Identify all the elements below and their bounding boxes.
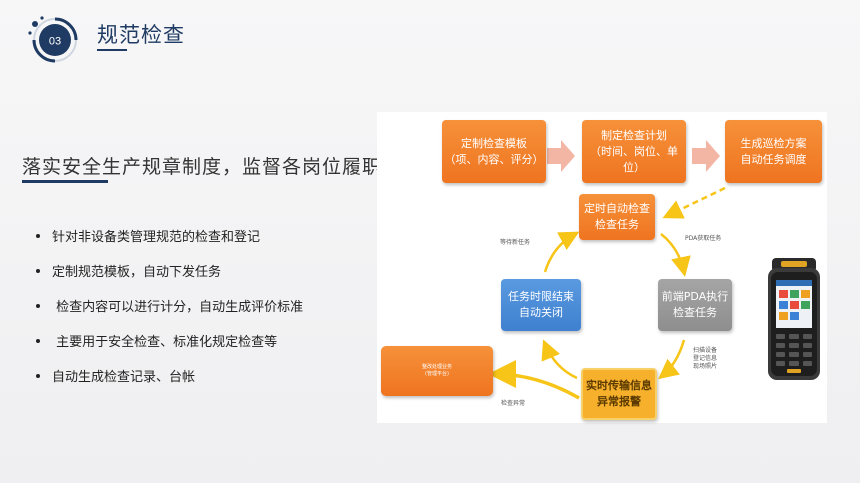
subtitle-underline — [22, 180, 108, 183]
box-realtime-alarm: 实时传输信息 异常报警 — [581, 368, 657, 420]
list-item: 自动生成检查记录、台帐 — [36, 368, 303, 403]
dashed-arrow — [662, 186, 726, 219]
section-subtitle: 落实安全生产规章制度，监督各岗位履职 — [22, 156, 383, 178]
box-auto-check: 定时自动检查 检查任务 — [579, 194, 655, 240]
label-check-anomaly: 检查异常 — [501, 400, 526, 407]
list-item: 针对非设备类管理规范的检查和登记 — [36, 228, 303, 263]
pda-device-icon — [768, 258, 820, 380]
diagram-arrows — [488, 140, 726, 400]
list-item: 定制规范模板，自动下发任务 — [36, 263, 303, 298]
label-site-photo: 现场照片 — [693, 363, 718, 370]
bullet-dot-icon — [36, 373, 40, 378]
bullet-dot-icon — [36, 338, 40, 343]
box-make-plan: 制定检查计划 （时间、岗位、单位） — [582, 120, 686, 183]
box-define-template: 定制检查模板 （项、内容、评分） — [442, 120, 546, 183]
box-generate-scheme: 生成巡检方案 自动任务调度 — [725, 120, 822, 183]
cycle-arrow — [543, 231, 580, 273]
title-underline — [97, 49, 127, 51]
cycle-arrow — [541, 339, 578, 380]
label-pda-get-task: PDA获取任务 — [685, 235, 722, 242]
section-number: 03 — [49, 36, 61, 48]
box-pda-execute: 前端PDA执行 检查任务 — [658, 279, 732, 331]
label-wait-new-task: 等待新任务 — [500, 239, 531, 246]
cycle-arrow — [658, 339, 686, 380]
list-item: 检查内容可以进行计分，自动生成评价标准 — [36, 298, 303, 333]
arrow-right-icon — [547, 140, 575, 172]
section-badge-icon: 03 — [28, 16, 78, 63]
label-register-info: 登记信息 — [693, 355, 718, 362]
cycle-arrow — [660, 233, 691, 277]
arrow-right-icon — [692, 140, 720, 172]
bullet-dot-icon — [36, 268, 40, 273]
box-task-timeout: 任务时限结束 自动关闭 — [501, 279, 581, 331]
page-title: 规范检查 — [97, 23, 185, 47]
platform-arrow — [488, 360, 580, 400]
workflow-diagram: 定制检查模板 （项、内容、评分） 制定检查计划 （时间、岗位、单位） 生成巡检方… — [377, 112, 827, 423]
box-rectify-platform: 整改处理业务 (管理平台) — [381, 346, 493, 396]
bullet-dot-icon — [36, 303, 40, 308]
list-item: 主要用于安全检查、标准化规定检查等 — [36, 333, 303, 368]
feature-list: 针对非设备类管理规范的检查和登记 定制规范模板，自动下发任务 检查内容可以进行计… — [36, 228, 303, 403]
label-scan-device: 扫描设备 — [693, 347, 718, 354]
bullet-dot-icon — [36, 233, 40, 238]
